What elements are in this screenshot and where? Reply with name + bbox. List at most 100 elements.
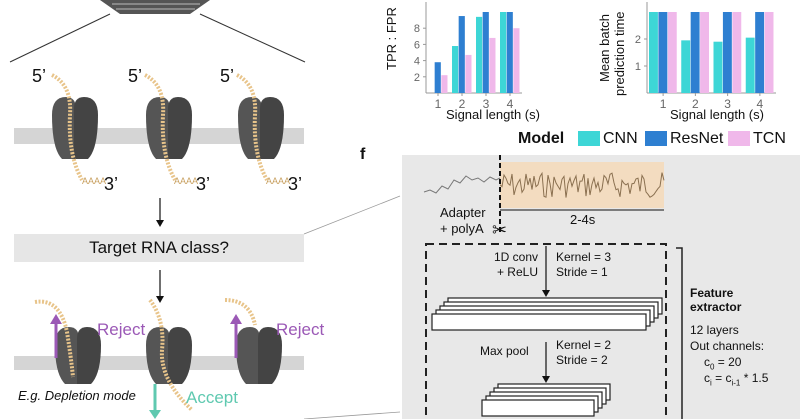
- chart2-ylabel-line1: Mean batch: [597, 14, 612, 82]
- fe-out-channels: Out channels:: [690, 339, 765, 353]
- chart1-xtick-label: 4: [507, 97, 514, 111]
- chart2-bar-tcn-2: [700, 12, 709, 93]
- adapter-label-line2: + polyA: [440, 221, 484, 236]
- label-3prime-2: 3’: [196, 174, 211, 194]
- conv-feature-maps: [431, 297, 663, 331]
- adapter-signal-trace: [423, 175, 501, 194]
- label-3prime-1: 3’: [104, 174, 119, 194]
- fe-layers: 12 layers: [690, 323, 739, 337]
- label-3prime-3: 3’: [288, 174, 303, 194]
- accept-label: Accept: [186, 388, 238, 407]
- chart2-ytick-label: 1: [635, 61, 641, 73]
- target-rna-question: Target RNA class?: [89, 238, 229, 257]
- rna-strand-2: [144, 73, 177, 181]
- scissors-icon: ✂: [492, 220, 507, 241]
- chart2-bar-resnet-4: [755, 12, 765, 93]
- chart2-bar-resnet-3: [722, 12, 732, 93]
- chart1-xtick-label: 3: [483, 97, 490, 111]
- fe-title-line2: extractor: [690, 300, 742, 314]
- nanopore-2: [146, 97, 192, 159]
- flow-arrow-1-head: [156, 220, 164, 227]
- reject-arrow-1-head: [50, 314, 62, 324]
- nanopore-4: [55, 327, 101, 384]
- pool-kernel: Kernel = 2: [556, 338, 612, 352]
- conv-kernel: Kernel = 3: [556, 250, 612, 264]
- chart1-ylabel: TPR : FPR: [384, 7, 399, 70]
- net-arrow-2-head: [542, 376, 550, 383]
- nanopore-3: [238, 97, 284, 159]
- net-arrow-1-head: [542, 290, 550, 297]
- label-5prime-3: 5’: [220, 66, 235, 86]
- label-5prime-2: 5’: [128, 66, 143, 86]
- chart2-bar-tcn-4: [764, 12, 774, 93]
- nanopore-6: [236, 327, 282, 384]
- legend-label-resnet: ResNet: [670, 130, 724, 147]
- question-band: [14, 234, 304, 262]
- pool-feature-maps: [481, 383, 611, 417]
- chart1-bar-cnn-2: [452, 46, 459, 93]
- reject-arrow-2-head: [230, 314, 242, 324]
- reject-label-1: Reject: [97, 320, 146, 339]
- chart2-xtick-label: 3: [724, 97, 731, 111]
- chart1-bar-resnet-4: [506, 12, 513, 93]
- polya-label-2: AAAA: [174, 176, 199, 186]
- chart2-bar-tcn-3: [732, 12, 742, 93]
- chart1-xlabel: Signal length (s): [446, 107, 540, 122]
- rna-strand-3: [236, 73, 269, 181]
- duration-label: 2-4s: [570, 212, 596, 227]
- chart1-xtick-label: 1: [435, 97, 442, 111]
- conv-label-line1: 1D conv: [493, 250, 538, 264]
- chart2-bar-cnn-4: [745, 37, 755, 93]
- chart1-ytick-label: 6: [414, 39, 420, 51]
- polya-label-3: AAAA: [266, 176, 291, 186]
- chart1-bar-resnet-1: [434, 62, 441, 93]
- chart2-bar-cnn-1: [649, 12, 658, 93]
- chart2-bar-tcn-1: [667, 12, 677, 93]
- legend-title: Model: [518, 130, 565, 147]
- adapter-label-line1: Adapter: [440, 205, 486, 220]
- chart2-bar-cnn-3: [713, 41, 723, 93]
- reject-label-2: Reject: [276, 320, 325, 339]
- conv-stride: Stride = 1: [556, 265, 608, 279]
- label-5prime-1: 5’: [32, 66, 47, 86]
- flow-cell-grid: [100, 0, 210, 14]
- chart1-bar-tcn-3: [489, 37, 496, 93]
- chart1-bar-cnn-3: [476, 16, 483, 93]
- chart2-xtick-label: 4: [757, 97, 764, 111]
- chart1-bar-tcn-1: [441, 75, 448, 93]
- rna-strand-1: [51, 73, 84, 181]
- fe-title-line1: Feature: [690, 286, 734, 300]
- legend-swatch-resnet: [645, 131, 667, 146]
- chart2-xlabel: Signal length (s): [670, 107, 764, 122]
- chart2-bar-cnn-2: [681, 40, 691, 93]
- rna-strands-bottom: [34, 298, 257, 412]
- chart1-ytick-label: 8: [414, 23, 420, 35]
- chart1-bar-tcn-4: [513, 28, 520, 94]
- chart1-ytick-label: 4: [414, 56, 420, 68]
- feature-extractor-bracket: [676, 247, 683, 419]
- zoom-line-right: [199, 13, 306, 63]
- pool-label: Max pool: [480, 344, 529, 358]
- chart1-bar-resnet-3: [482, 12, 489, 93]
- zoom-line-f-bottom: [303, 411, 401, 419]
- chart1-bar-resnet-2: [458, 16, 465, 93]
- flow-arrow-2-head: [156, 296, 164, 303]
- legend-label-tcn: TCN: [753, 130, 786, 147]
- zoom-line-left: [9, 13, 111, 63]
- nanopore-5: [146, 327, 192, 384]
- fe-ci: ci = ci-1 * 1.5: [704, 371, 769, 388]
- legend-swatch-tcn: [728, 131, 750, 146]
- fe-c0: c0 = 20: [704, 355, 742, 372]
- chart1-xtick-label: 2: [459, 97, 466, 111]
- nanopore-1: [52, 97, 98, 159]
- chart2-xtick-label: 2: [692, 97, 699, 111]
- zoom-line-f-top: [303, 195, 401, 235]
- polya-label-1: AAAA: [82, 176, 107, 186]
- mode-label: E.g. Depletion mode: [18, 388, 136, 403]
- feature-extractor-box: [425, 243, 667, 419]
- chart1-bar-tcn-2: [465, 54, 472, 93]
- conv-label-line2: + ReLU: [496, 265, 538, 279]
